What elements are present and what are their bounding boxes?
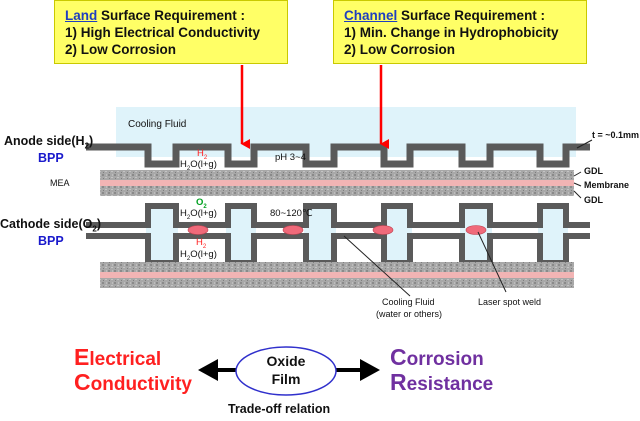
electrical-conductivity-label: Electrical Conductivity [74, 344, 192, 396]
mea-label: MEA [50, 178, 70, 188]
tradeoff-caption: Trade-off relation [228, 402, 331, 416]
corrosion-resistance-label: Corrosion Resistance [390, 344, 494, 396]
oxide-film-ellipse [235, 346, 337, 396]
laser-spot-welds [187, 225, 487, 235]
cathode-side-label: Cathode side(O2) [0, 217, 101, 234]
cathode-bipolar-plate [86, 203, 590, 266]
channel-keyword: Channel [344, 8, 398, 23]
water-bottom-label: H2O(l+g) [180, 249, 217, 262]
thickness-pointer [576, 139, 593, 149]
channel-title: Surface Requirement : [397, 8, 546, 23]
cooling-fluid-top-label: Cooling Fluid [128, 119, 187, 130]
laser-weld-label: Laser spot weld [478, 297, 542, 307]
membrane-label: Membrane [584, 180, 630, 190]
oxide-film-label: Oxide Film [266, 353, 306, 387]
land-requirement-box: Land Surface Requirement : 1) High Elect… [54, 0, 288, 64]
anode-side-label: Anode side(H2) [4, 134, 94, 151]
water-top-label: H2O(l+g) [180, 159, 217, 172]
h2-top-label: H2 [197, 148, 208, 161]
thickness-label: t = ~0.1mm [592, 130, 640, 140]
land-title: Surface Requirement : [97, 8, 246, 23]
cooling-fluid-note: (water or others) [376, 309, 443, 319]
mea-lower [100, 262, 574, 288]
water-mid-label: H2O(l+g) [180, 208, 217, 221]
anode-bipolar-plate [86, 143, 590, 168]
channel-req-2: 2) Low Corrosion [344, 42, 455, 57]
gdl-top-label: GDL [584, 166, 603, 176]
anode-bpp-label: BPP [38, 151, 64, 165]
channel-req-1: 1) Min. Change in Hydrophobicity [344, 25, 559, 40]
land-keyword: Land [65, 8, 98, 23]
laser-weld-pointer [477, 231, 507, 293]
land-req-2: 2) Low Corrosion [65, 42, 176, 57]
cathode-bpp-label: BPP [38, 234, 64, 248]
ph-label: pH 3~4 [275, 152, 306, 163]
cooling-fluid-pointer [343, 235, 411, 297]
gdl-bottom-label: GDL [584, 195, 603, 205]
h2-bottom-label: H2 [196, 237, 207, 250]
channel-requirement-box: Channel Surface Requirement : 1) Min. Ch… [333, 0, 587, 64]
temperature-label: 80~120℃ [270, 208, 313, 219]
o2-label: O2 [196, 197, 207, 210]
mea-upper [100, 170, 574, 196]
cooling-fluid-bottom-label: Cooling Fluid [382, 297, 435, 307]
land-req-1: 1) High Electrical Conductivity [65, 25, 261, 40]
